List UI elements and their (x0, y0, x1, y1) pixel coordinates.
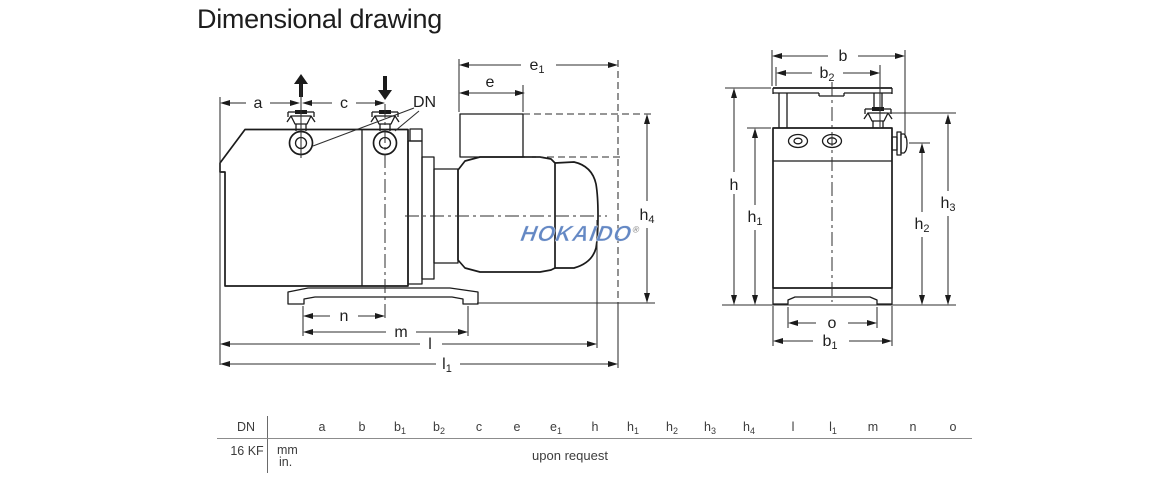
table-header-l1: l1 (829, 420, 837, 436)
dim-label-dn: DN (413, 94, 436, 111)
side-view-dimensions: a c DN e e1 h4 (219, 57, 655, 375)
dim-label-b1: b1 (822, 333, 837, 352)
table-rule-horizontal (217, 438, 972, 439)
dim-label-e1: e1 (529, 57, 544, 76)
table-cell-unit-mm: mm (277, 443, 298, 457)
table-header-dn: DN (236, 420, 256, 434)
dim-label-h3: h3 (940, 195, 955, 214)
dim-label-n: n (340, 308, 349, 325)
dim-label-a: a (254, 95, 263, 112)
table-header-h3: h3 (704, 420, 716, 436)
dim-label-l1: l1 (442, 356, 452, 375)
table-header-e1: e1 (550, 420, 562, 436)
dim-label-h: h (730, 177, 739, 194)
table-header-h: h (591, 420, 599, 434)
table-cell-value: upon request (532, 448, 608, 463)
dim-label-e: e (486, 74, 495, 91)
page-title: Dimensional drawing (197, 4, 442, 34)
table-cell-dn-size: 16 KF (230, 444, 264, 458)
dim-label-h1: h1 (747, 209, 762, 228)
dim-label-m: m (394, 324, 407, 341)
dim-label-h4: h4 (639, 207, 654, 226)
table-header-h2: h2 (666, 420, 678, 436)
table-header-c: c (475, 420, 483, 434)
table-header-a: a (318, 420, 326, 434)
motor-junction-box (459, 113, 524, 158)
dim-label-l: l (428, 336, 432, 353)
table-cell-unit-in: in. (279, 455, 293, 469)
table-header-b1: b1 (394, 420, 406, 436)
intake-down-arrow-icon (378, 76, 392, 100)
table-header-o: o (949, 420, 957, 434)
table-header-b: b (358, 420, 366, 434)
front-view-pump-outline (772, 82, 908, 305)
table-header-e: e (513, 420, 521, 434)
table-header-b2: b2 (433, 420, 445, 436)
dim-label-b: b (839, 48, 848, 65)
oil-sight-glasses (787, 133, 843, 149)
table-divider-vertical (267, 416, 268, 473)
dim-label-o: o (828, 315, 837, 332)
dim-label-h2: h2 (914, 216, 929, 235)
dim-label-c: c (340, 95, 348, 112)
table-header-m: m (867, 420, 879, 434)
table-header-h4: h4 (743, 420, 755, 436)
table-header-n: n (909, 420, 917, 434)
pump-base (287, 287, 479, 305)
pump-base-front (772, 288, 893, 305)
dim-label-b2: b2 (819, 65, 834, 84)
table-header-l: l (791, 420, 795, 434)
side-view-pump-outline (219, 74, 607, 320)
front-view-dimensions: b b2 h h1 h2 (722, 48, 956, 352)
table-header-h1: h1 (627, 420, 639, 436)
